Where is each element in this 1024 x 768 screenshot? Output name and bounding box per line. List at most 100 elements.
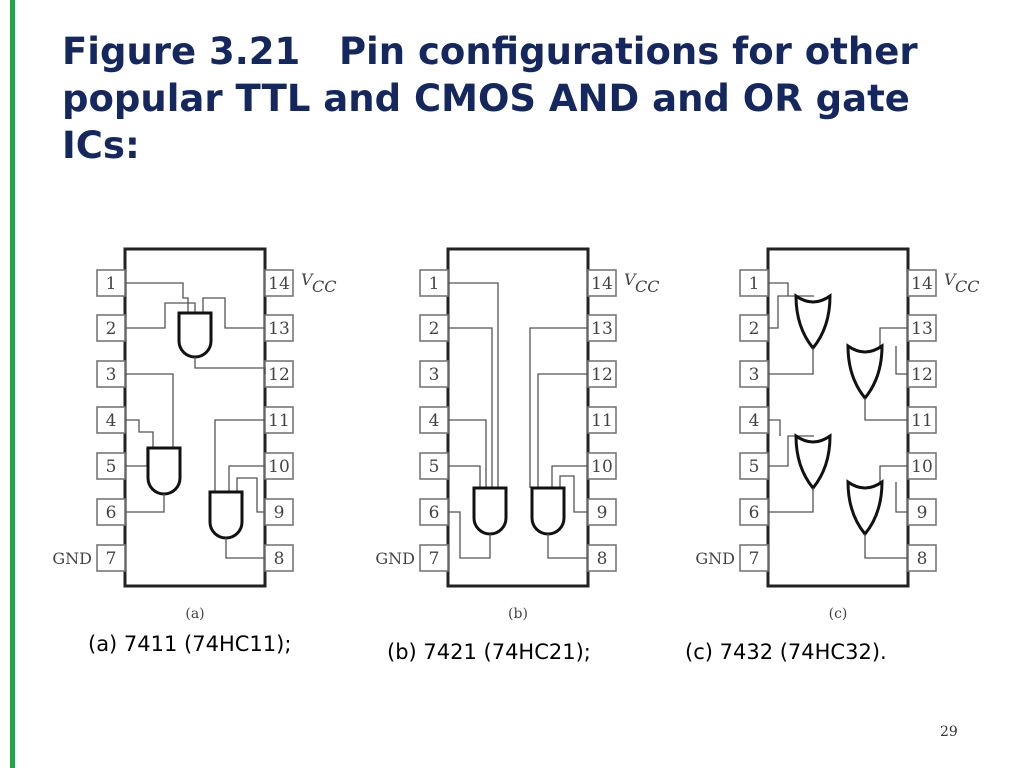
pin-number: 1 [106, 274, 117, 294]
pin-number: 8 [274, 549, 285, 569]
vcc-label: V [301, 270, 314, 289]
wire [125, 494, 165, 513]
pin-number: 6 [749, 503, 760, 523]
wire [236, 477, 265, 513]
pin-5 [419, 452, 449, 480]
wire [551, 465, 588, 488]
pin-5 [96, 452, 126, 480]
pin-number: 3 [429, 365, 440, 385]
pin-13 [264, 314, 294, 342]
pin-number: 7 [106, 549, 117, 569]
pin-14 [264, 269, 294, 297]
and-gate-1 [177, 311, 213, 359]
pin-number: 14 [591, 274, 613, 294]
pin-4 [96, 406, 126, 434]
and-gate-1 [472, 486, 508, 536]
pin-1 [419, 269, 449, 297]
pin-number: 12 [268, 365, 290, 385]
wire [547, 534, 588, 559]
pin-number: 7 [429, 549, 440, 569]
vcc-label: V [624, 270, 637, 289]
caption-a: (a) 7411 (74HC11); [88, 632, 292, 656]
sub-figure-label: (b) [508, 606, 528, 622]
wire [448, 419, 487, 488]
pin-11 [587, 406, 617, 434]
sub-figure-label: (c) [829, 606, 848, 622]
or-gate-3 [794, 433, 832, 491]
pin-number: 12 [911, 365, 933, 385]
pin-9 [264, 498, 294, 526]
pin-number: 8 [917, 549, 928, 569]
wire [529, 327, 588, 488]
pin-number: 1 [429, 274, 440, 294]
pin-6 [96, 498, 126, 526]
wire [879, 465, 908, 482]
pin-number: 10 [591, 457, 613, 477]
wire [895, 346, 908, 375]
pin-6 [419, 498, 449, 526]
pin-12 [907, 360, 937, 388]
gnd-label: GND [375, 549, 415, 568]
chip-body [446, 247, 590, 588]
pin-number: 4 [106, 411, 117, 431]
wire [768, 348, 814, 375]
wire [125, 302, 196, 329]
pin-1 [96, 269, 126, 297]
wire [559, 475, 588, 513]
pin-3 [419, 360, 449, 388]
pin-9 [587, 498, 617, 526]
pin-number: 14 [911, 274, 933, 294]
pin-10 [587, 452, 617, 480]
pin-number: 9 [274, 503, 285, 523]
pin-7 [96, 544, 126, 572]
gnd-label: GND [695, 549, 735, 568]
pin-11 [264, 406, 294, 434]
caption-c: (c) 7432 (74HC32). [685, 640, 887, 664]
wire [202, 297, 265, 329]
or-gate-1 [794, 293, 832, 351]
wire [214, 419, 265, 492]
wire [228, 465, 265, 492]
pin-number: 5 [749, 457, 760, 477]
pin-3 [96, 360, 126, 388]
vcc-subscript: CC [635, 277, 659, 296]
wire [448, 511, 491, 559]
pin-number: 5 [106, 457, 117, 477]
pin-number: 4 [749, 411, 760, 431]
pin-number: 9 [597, 503, 608, 523]
pin-14 [587, 269, 617, 297]
pin-2 [739, 314, 769, 342]
wire [448, 327, 493, 488]
or-gate-2 [846, 343, 884, 401]
slide-title: Figure 3.21 Pin configurations for other… [62, 30, 931, 167]
vcc-subscript: CC [955, 277, 979, 296]
pin-number: 13 [911, 319, 933, 339]
pin-5 [739, 452, 769, 480]
pin-13 [907, 314, 937, 342]
wire [448, 282, 499, 488]
pin-number: 13 [591, 319, 613, 339]
pin-number: 3 [106, 365, 117, 385]
or-gate-4 [846, 479, 884, 537]
wire [125, 373, 174, 448]
pin-14 [907, 269, 937, 297]
pin-number: 14 [268, 274, 290, 294]
pin-number: 2 [749, 319, 760, 339]
wire [448, 465, 481, 488]
sub-figure-label: (a) [185, 606, 204, 622]
pin-number: 8 [597, 549, 608, 569]
pin-3 [739, 360, 769, 388]
pin-12 [264, 360, 294, 388]
wire [768, 282, 789, 296]
pin-number: 11 [911, 411, 933, 431]
pin-number: 10 [911, 457, 933, 477]
wire [537, 373, 588, 488]
and-gate-2 [146, 446, 182, 496]
pin-number: 3 [749, 365, 760, 385]
pin-number: 4 [429, 411, 440, 431]
pin-8 [264, 544, 294, 572]
pin-2 [96, 314, 126, 342]
